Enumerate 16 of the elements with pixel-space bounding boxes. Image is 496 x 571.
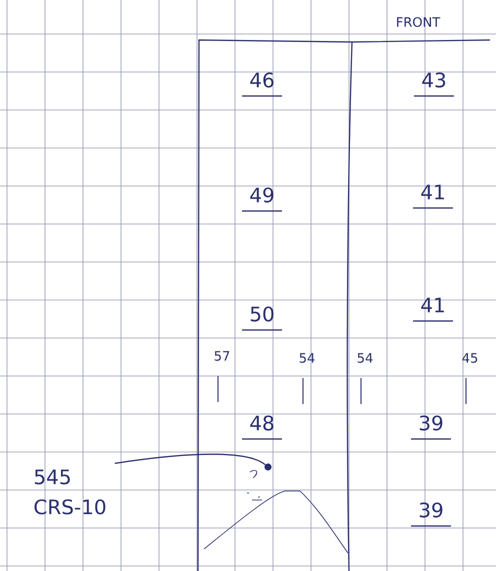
measurement-value: 43 [422, 72, 446, 88]
tick-value: 45 [462, 353, 478, 363]
tick-value: 54 [300, 353, 315, 363]
measurement-value: 39 [420, 502, 442, 518]
tick-value: 57 [214, 351, 230, 361]
part-label: 545 CRS-10 [34, 470, 106, 514]
measurement-value: 41 [421, 298, 444, 312]
measurement-value: 39 [420, 415, 442, 431]
measurement-value: 49 [250, 187, 274, 203]
measurement-value: 46 [250, 72, 274, 88]
measurement-value: 41 [421, 184, 444, 200]
dot-marker [264, 464, 272, 470]
measurement-value: 48 [250, 415, 274, 431]
heading: FRONT [397, 17, 440, 27]
measurement-value: 50 [250, 306, 274, 322]
tick-value: 54 [358, 353, 373, 363]
